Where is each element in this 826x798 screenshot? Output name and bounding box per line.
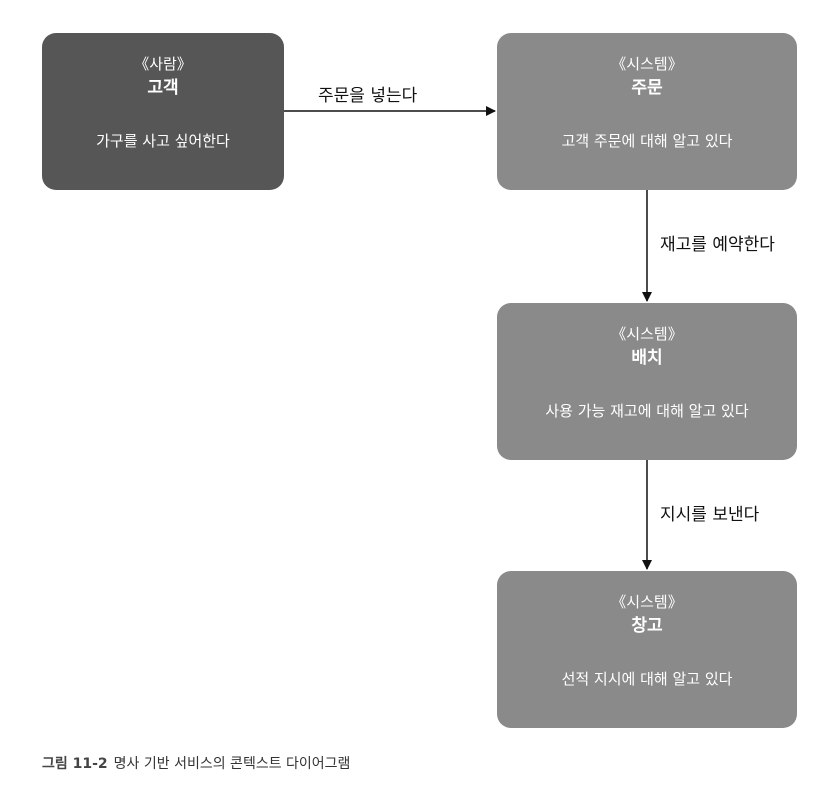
node-description: 사용 가능 재고에 대해 알고 있다 [545,402,749,420]
node-description: 선적 지시에 대해 알고 있다 [561,670,733,688]
node-title: 배치 [631,348,663,368]
edge-label-send-instructions: 지시를 보낸다 [660,505,760,525]
node-stereotype: 《시스템》 [611,325,683,343]
node-title: 고객 [147,78,179,98]
node-title: 창고 [631,616,663,636]
node-stereotype: 《시스템》 [611,593,683,611]
batch-system-box: 《시스템》 배치 사용 가능 재고에 대해 알고 있다 [497,303,797,460]
node-stereotype: 《사람》 [134,55,192,73]
figure-caption-text: 명사 기반 서비스의 콘텍스트 다이어그램 [113,756,351,772]
customer-box: 《사람》 고객 가구를 사고 싶어한다 [42,33,284,190]
node-description: 가구를 사고 싶어한다 [96,132,230,150]
warehouse-system-box: 《시스템》 창고 선적 지시에 대해 알고 있다 [497,571,797,728]
node-stereotype: 《시스템》 [611,55,683,73]
order-system-box: 《시스템》 주문 고객 주문에 대해 알고 있다 [497,33,797,190]
figure-caption: 그림 11-2 명사 기반 서비스의 콘텍스트 다이어그램 [42,755,350,773]
node-description: 고객 주문에 대해 알고 있다 [561,132,733,150]
node-title: 주문 [631,78,663,98]
edge-label-place-order: 주문을 넣는다 [318,86,418,106]
figure-number: 그림 11-2 [42,756,108,772]
edge-label-reserve-stock: 재고를 예약한다 [660,235,775,255]
